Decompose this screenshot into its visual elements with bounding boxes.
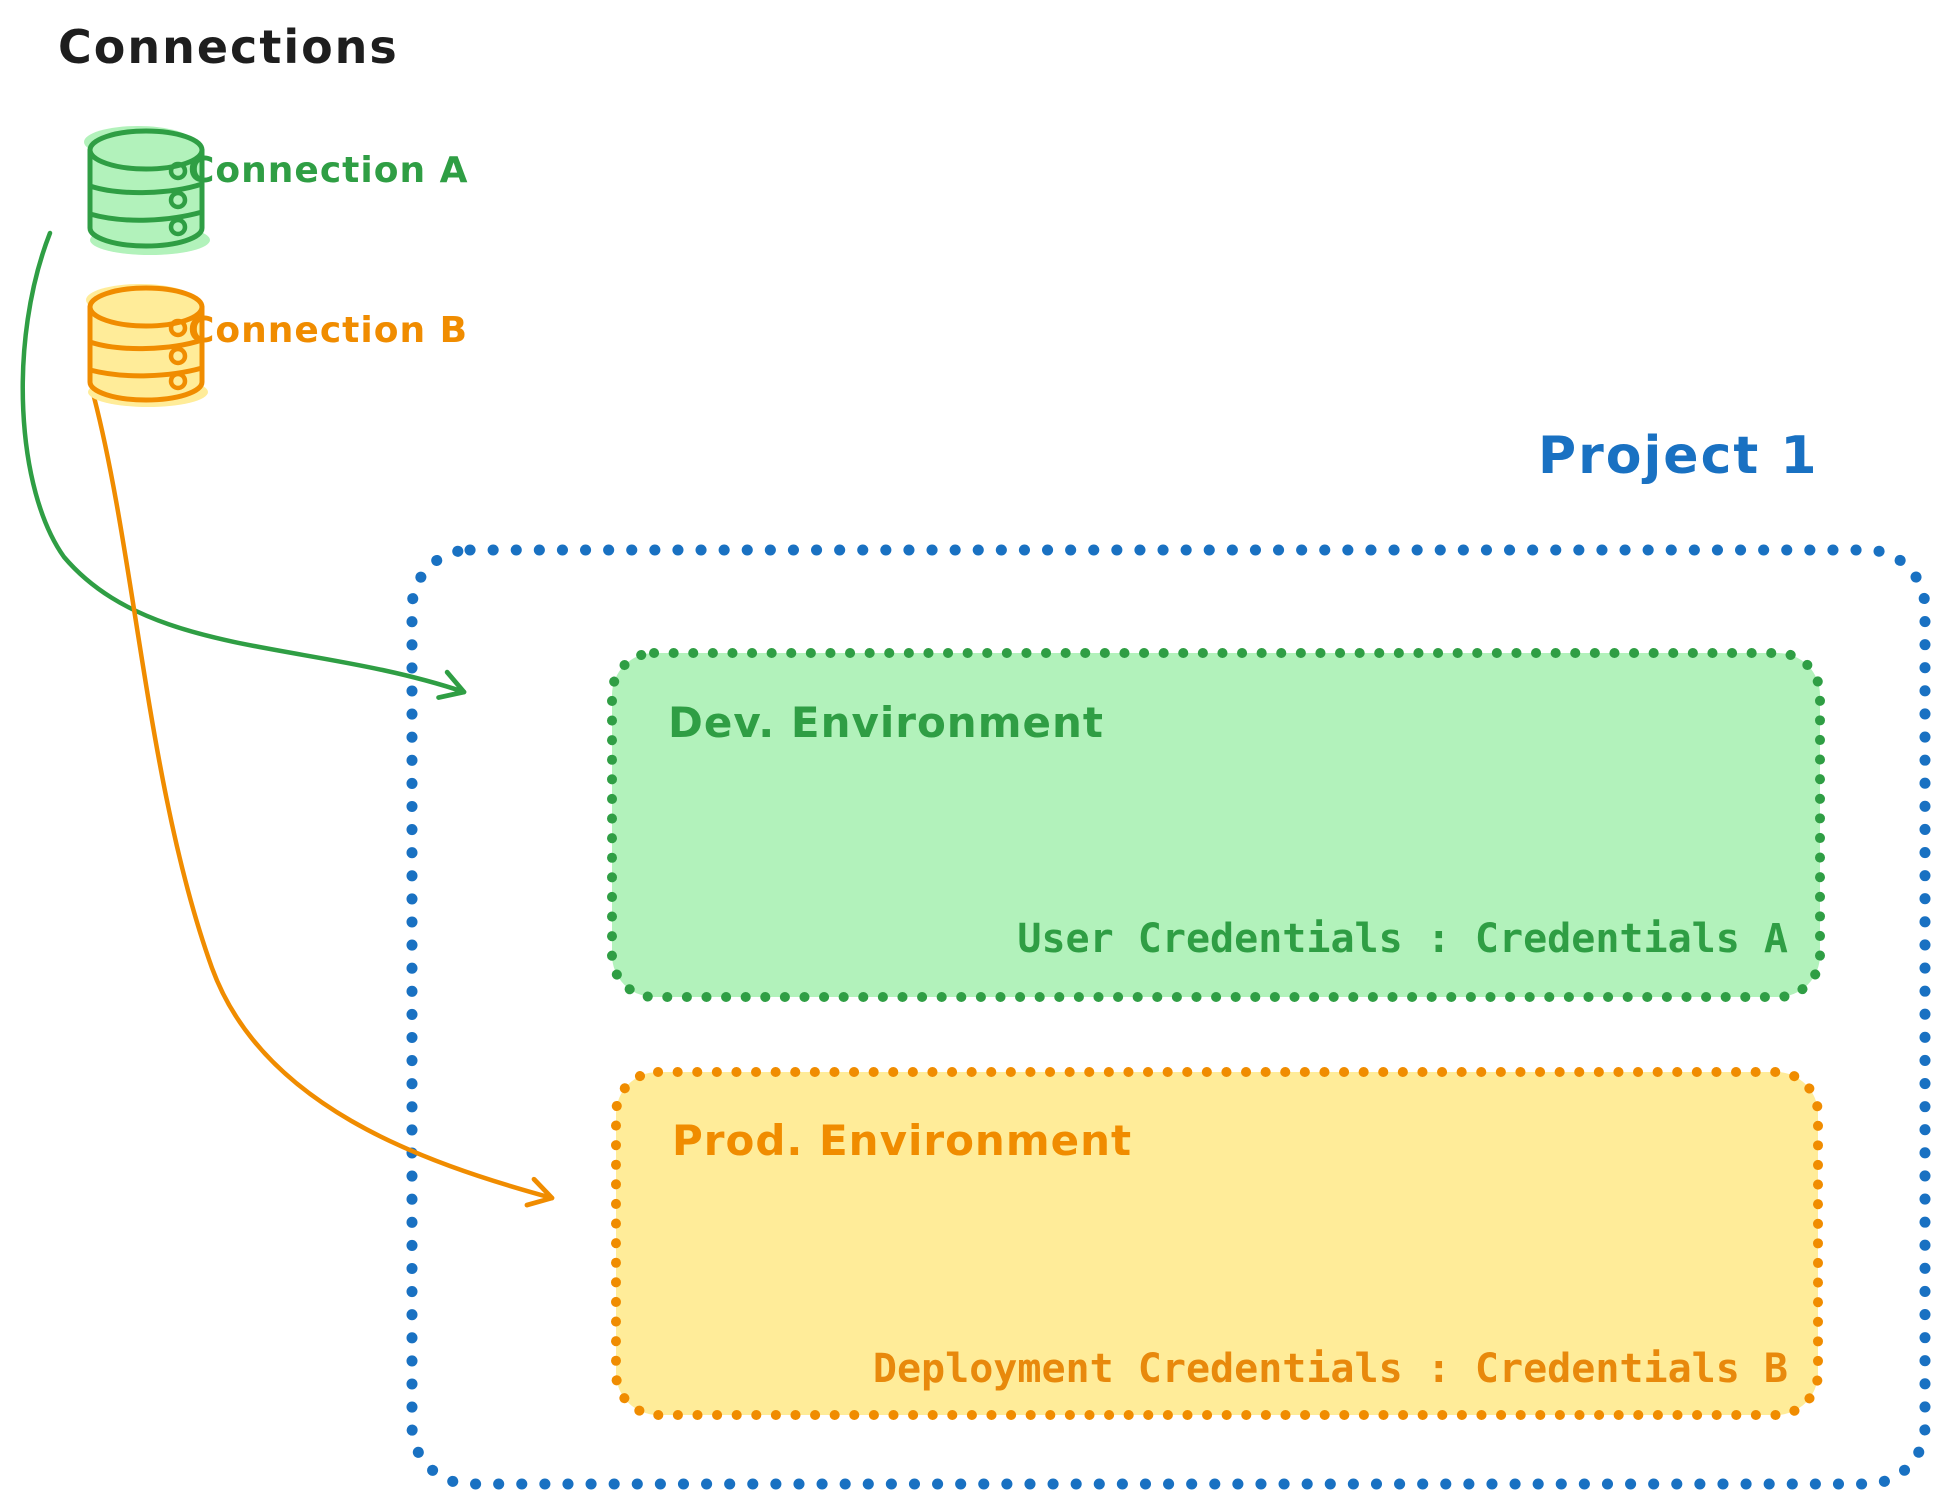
arrow-connection-a-to-dev-icon: [20, 230, 467, 700]
db-b-led-3: [168, 371, 188, 391]
db-b-divider-2: [87, 365, 205, 379]
project-title: Project 1: [1538, 426, 1819, 486]
dev-environment-title: Dev. Environment: [668, 698, 1104, 747]
db-a-led-3: [168, 217, 188, 237]
db-a-top: [87, 128, 205, 172]
db-a-divider-2: [87, 209, 205, 223]
prod-environment-box: [611, 1067, 1823, 1420]
project-box: [406, 544, 1931, 1490]
db-a-divider-1: [87, 181, 205, 196]
db-a-led-1: [168, 161, 188, 181]
database-icon-connection-a: [84, 126, 210, 255]
connection-a-label: Connection A: [188, 150, 469, 191]
dev-environment-credentials: User Credentials : Credentials A: [1017, 916, 1788, 962]
prod-environment-title: Prod. Environment: [672, 1116, 1133, 1165]
db-b-divider-1: [87, 337, 205, 352]
page-title: Connections: [58, 20, 399, 74]
prod-environment-credentials: Deployment Credentials : Credentials B: [872, 1346, 1788, 1392]
database-icon-connection-b: [86, 284, 208, 407]
connection-b-label: Connection B: [188, 310, 469, 351]
db-b-top: [87, 285, 205, 329]
db-b-led-1: [168, 318, 188, 338]
dev-environment-box: [607, 648, 1825, 1002]
db-b-led-2: [168, 346, 188, 366]
arrow-connection-b-to-prod-icon: [91, 394, 555, 1208]
db-a-led-2: [168, 190, 188, 210]
